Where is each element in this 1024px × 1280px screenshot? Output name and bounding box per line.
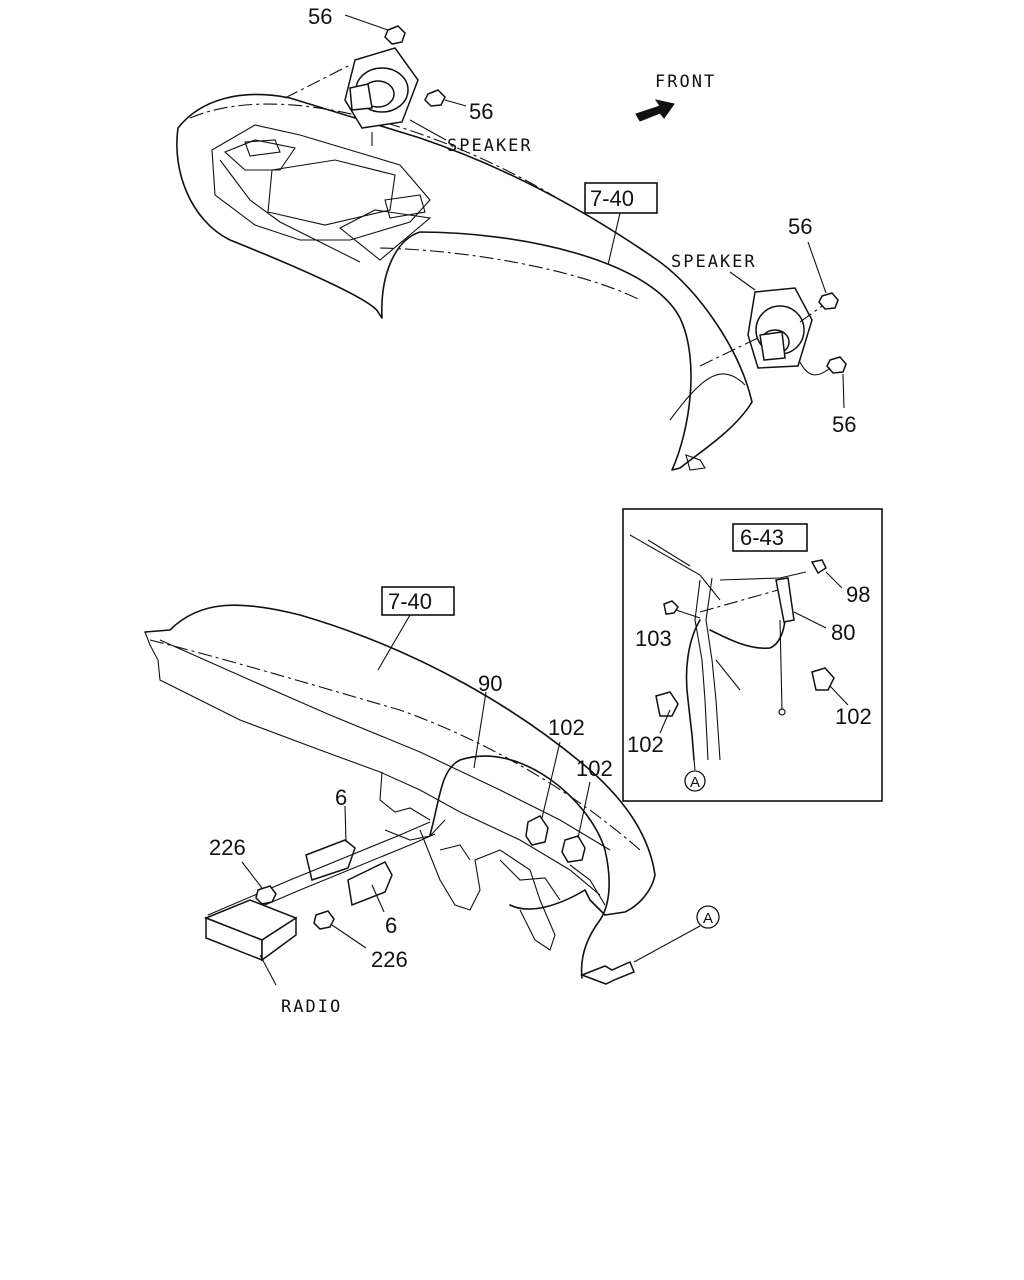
nut-right-a <box>799 241 839 323</box>
callout-bracket-a: 6 <box>335 785 347 810</box>
bracket-b <box>347 861 393 913</box>
callout-nut-top-b: 56 <box>469 99 493 124</box>
bolt-b <box>313 910 367 949</box>
callout-nut-right-a: 56 <box>788 214 812 239</box>
label-speaker-right: SPEAKER <box>671 252 757 272</box>
ref-panel-bottom: 7-40 <box>388 589 432 614</box>
callout-inset-screw: 98 <box>846 582 870 607</box>
upper-dash-panel <box>176 93 753 471</box>
callout-bolt-b: 226 <box>371 947 408 972</box>
front-arrow-icon <box>635 99 675 122</box>
antenna-cable <box>429 691 701 985</box>
ref-inset: 6-43 <box>740 525 784 550</box>
speaker-right <box>699 271 813 369</box>
speaker-left <box>284 47 419 150</box>
ref-box-panel-top <box>584 182 658 266</box>
callout-antenna-cable: 90 <box>478 671 502 696</box>
label-radio: RADIO <box>281 997 342 1017</box>
inset-antenna-detail <box>622 508 883 802</box>
callout-inset-clip-a: 102 <box>627 732 664 757</box>
inset-connector-a-marker: A <box>684 759 706 792</box>
callout-bolt-a: 226 <box>209 835 246 860</box>
clip-b <box>561 781 591 863</box>
ref-panel-top: 7-40 <box>590 186 634 211</box>
nut-top-b <box>424 89 467 107</box>
nut-right-b <box>799 356 847 409</box>
callout-nut-top-a: 56 <box>308 4 332 29</box>
callout-bracket-b: 6 <box>385 913 397 938</box>
connector-a-label: A <box>703 910 713 927</box>
callout-inset-antenna: 80 <box>831 620 855 645</box>
inset-clip-b <box>811 667 849 706</box>
connector-a-marker: A <box>696 905 720 929</box>
label-speaker-left: SPEAKER <box>447 136 533 156</box>
label-front: FRONT <box>655 72 716 92</box>
callout-inset-nut: 103 <box>635 626 672 651</box>
callout-clip-b: 102 <box>576 756 613 781</box>
ref-box-inset <box>732 523 808 552</box>
clip-a <box>525 741 561 846</box>
bolt-a <box>241 861 277 905</box>
nut-top-a <box>344 14 406 45</box>
inset-connector-a-label: A <box>690 774 700 791</box>
ref-box-panel-bottom <box>377 586 455 671</box>
inset-nut <box>663 600 701 619</box>
callout-inset-clip-b: 102 <box>835 704 872 729</box>
callout-nut-right-b: 56 <box>832 412 856 437</box>
lower-dash-panel <box>144 604 656 951</box>
bracket-a <box>305 805 356 881</box>
callout-clip-a: 102 <box>548 715 585 740</box>
inset-screw <box>810 559 843 589</box>
inset-clip-a <box>655 691 679 734</box>
radio-unit <box>203 899 298 986</box>
